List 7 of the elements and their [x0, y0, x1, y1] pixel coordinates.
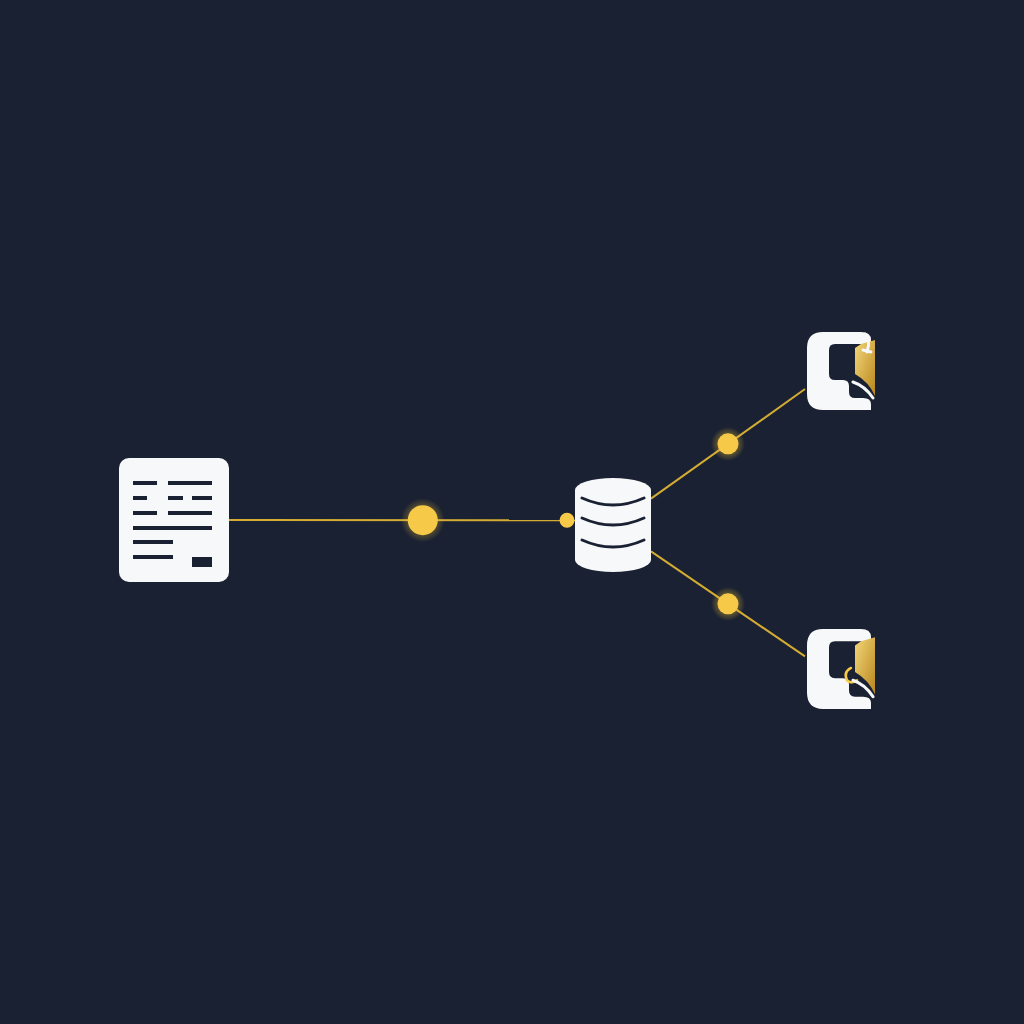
document-icon [119, 458, 229, 582]
person-headset-icon [805, 330, 875, 412]
database-icon [575, 478, 651, 572]
person-headset-icon [805, 627, 875, 711]
connector-line [650, 388, 806, 500]
connector-line [650, 550, 806, 658]
connector-line [228, 512, 576, 528]
